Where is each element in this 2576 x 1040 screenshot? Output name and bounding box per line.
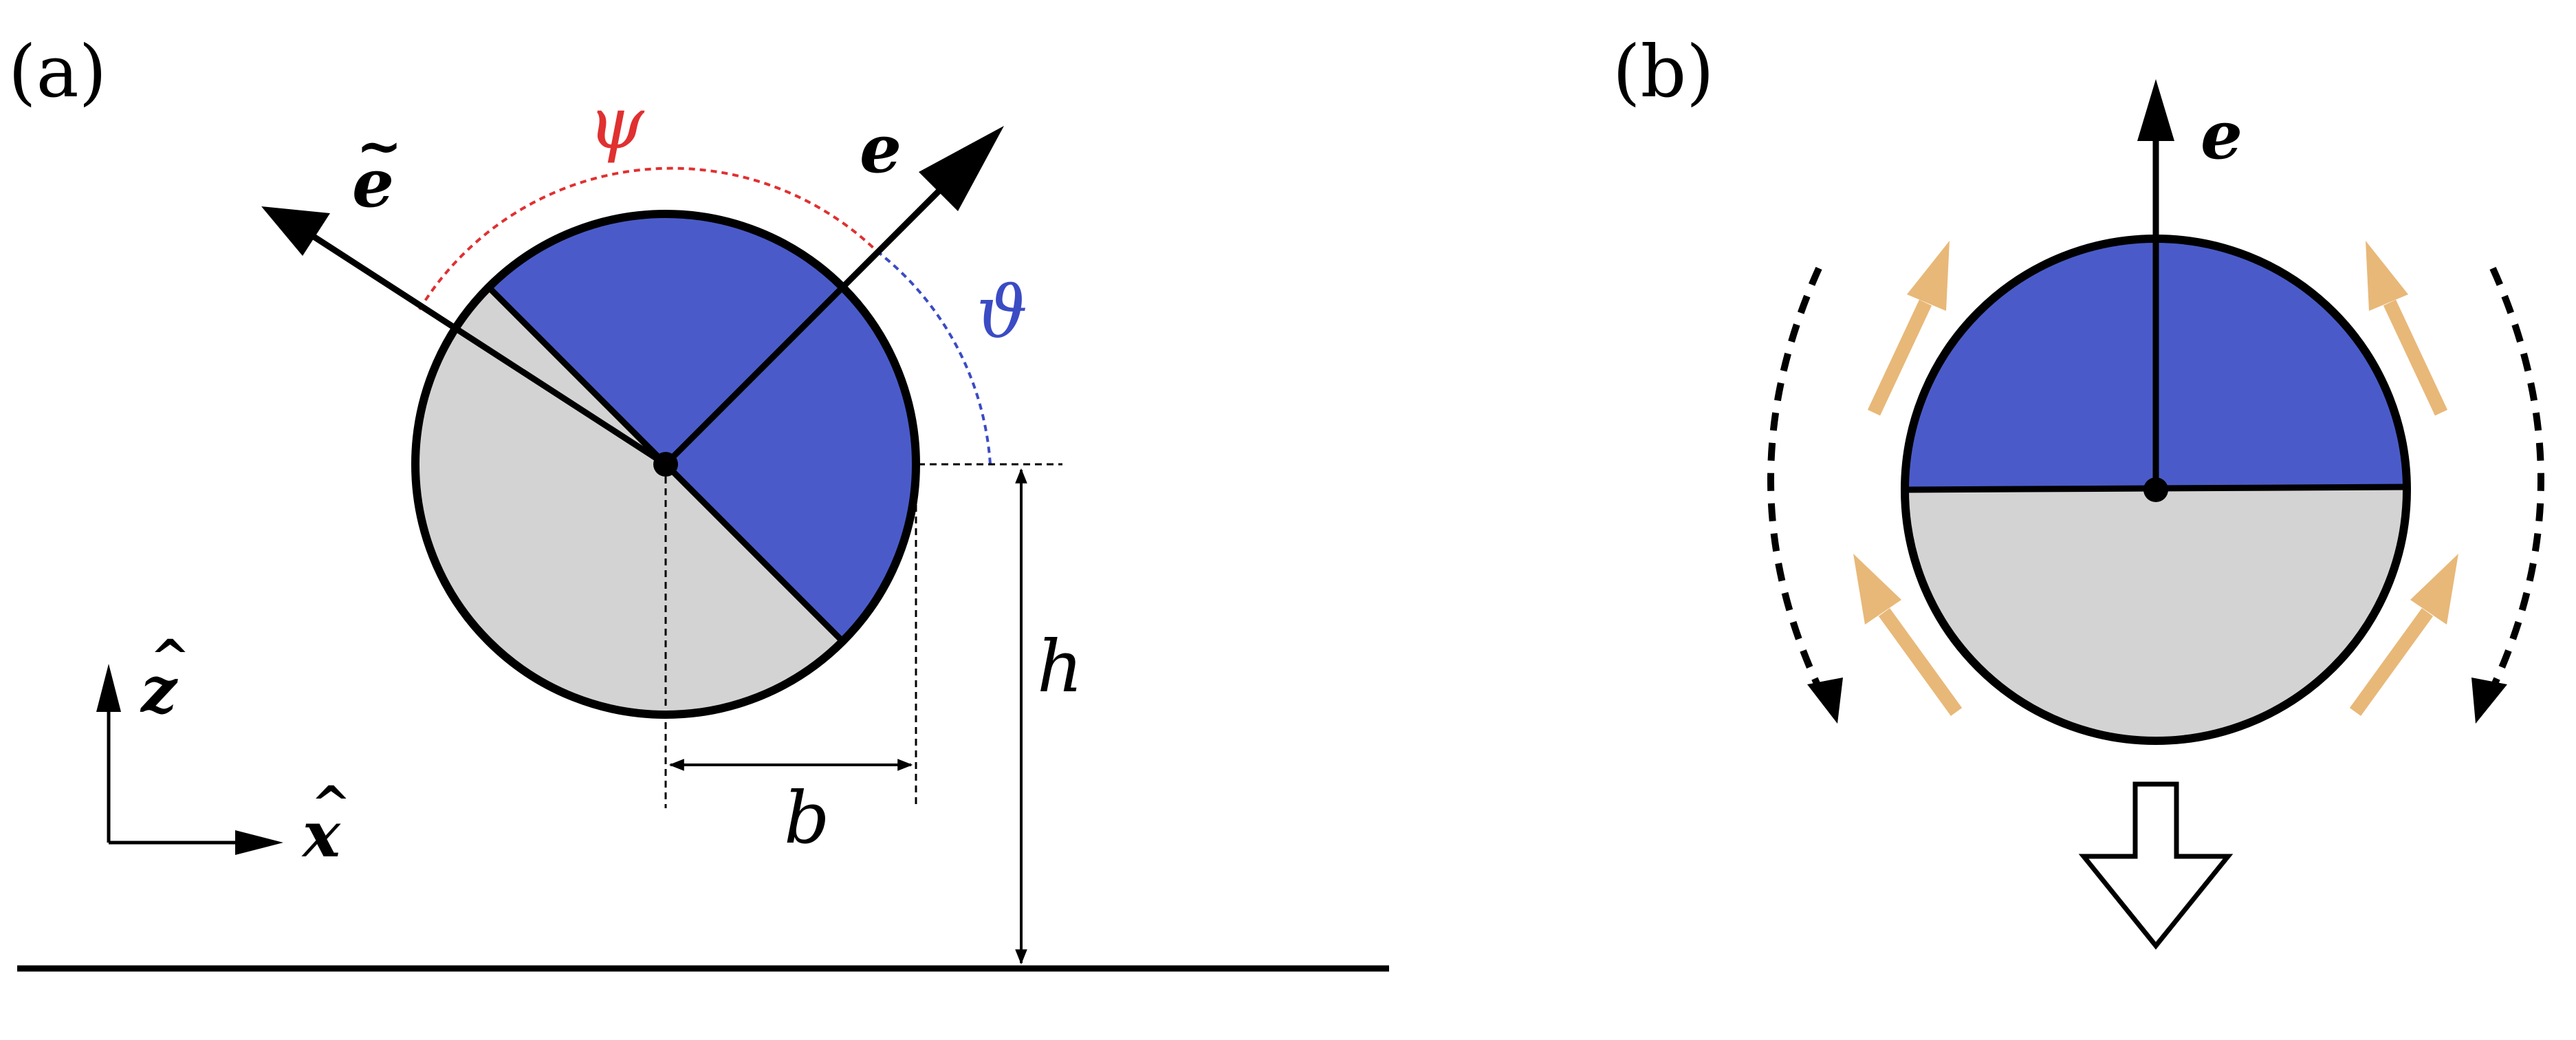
panel-b: (b) e xyxy=(1613,30,2544,950)
e-vector-head xyxy=(919,126,1004,211)
center-point-a xyxy=(653,452,678,477)
e-vector-arrow xyxy=(663,158,972,467)
psi-arc xyxy=(418,166,878,311)
flow-arrow-lower-right-head xyxy=(2410,554,2458,625)
rotation-arrow-right xyxy=(2489,266,2544,690)
psi-label: ψ xyxy=(588,81,645,165)
h-label: h xyxy=(1037,625,1083,708)
flow-arrow-upper-left xyxy=(1867,299,1932,416)
x-axis-label: x xyxy=(301,797,341,871)
flow-arrow-lower-right xyxy=(2349,608,2434,716)
e-tilde-label: e xyxy=(352,144,394,222)
flow-arrow-lower-left xyxy=(1878,608,1963,716)
e-label-b: e xyxy=(2201,96,2242,174)
x-axis-head xyxy=(235,830,283,855)
z-axis-head xyxy=(96,664,121,712)
e-tilde-vector-arrow xyxy=(307,231,668,467)
theta-label: ϑ xyxy=(976,270,1027,354)
surface-flow-arrows xyxy=(1853,241,2458,716)
e-tilde-vector-head xyxy=(261,206,330,256)
panel-b-label: (b) xyxy=(1613,30,1714,113)
flow-arrow-upper-right-head xyxy=(2366,241,2408,311)
b-label: b xyxy=(784,776,830,860)
panel-a: (a) e e ~ ψ ϑ b xyxy=(8,30,1389,972)
theta-arc xyxy=(875,250,992,465)
flow-arrow-upper-right xyxy=(2383,299,2448,416)
rotation-arrow-left xyxy=(1767,266,1822,690)
motion-arrow-down xyxy=(2078,781,2234,950)
x-hat-mark: ^ xyxy=(311,775,351,832)
janus-particle-a xyxy=(411,210,920,719)
panel-a-label: (a) xyxy=(8,30,107,113)
e-label: e xyxy=(860,110,902,188)
particle-cap-b xyxy=(1905,239,2407,490)
flow-arrow-upper-left-head xyxy=(1907,241,1950,311)
rotation-arrow-right-head xyxy=(2471,678,2507,724)
rotation-arrow-left-head xyxy=(1807,678,1843,724)
flow-arrow-lower-left-head xyxy=(1853,554,1901,625)
e-vector-b-head xyxy=(2137,79,2174,141)
z-hat-mark: ^ xyxy=(150,629,190,686)
center-point-b xyxy=(2143,477,2168,502)
z-axis-label: z xyxy=(140,653,178,727)
e-tilde-mark: ~ xyxy=(356,113,402,178)
